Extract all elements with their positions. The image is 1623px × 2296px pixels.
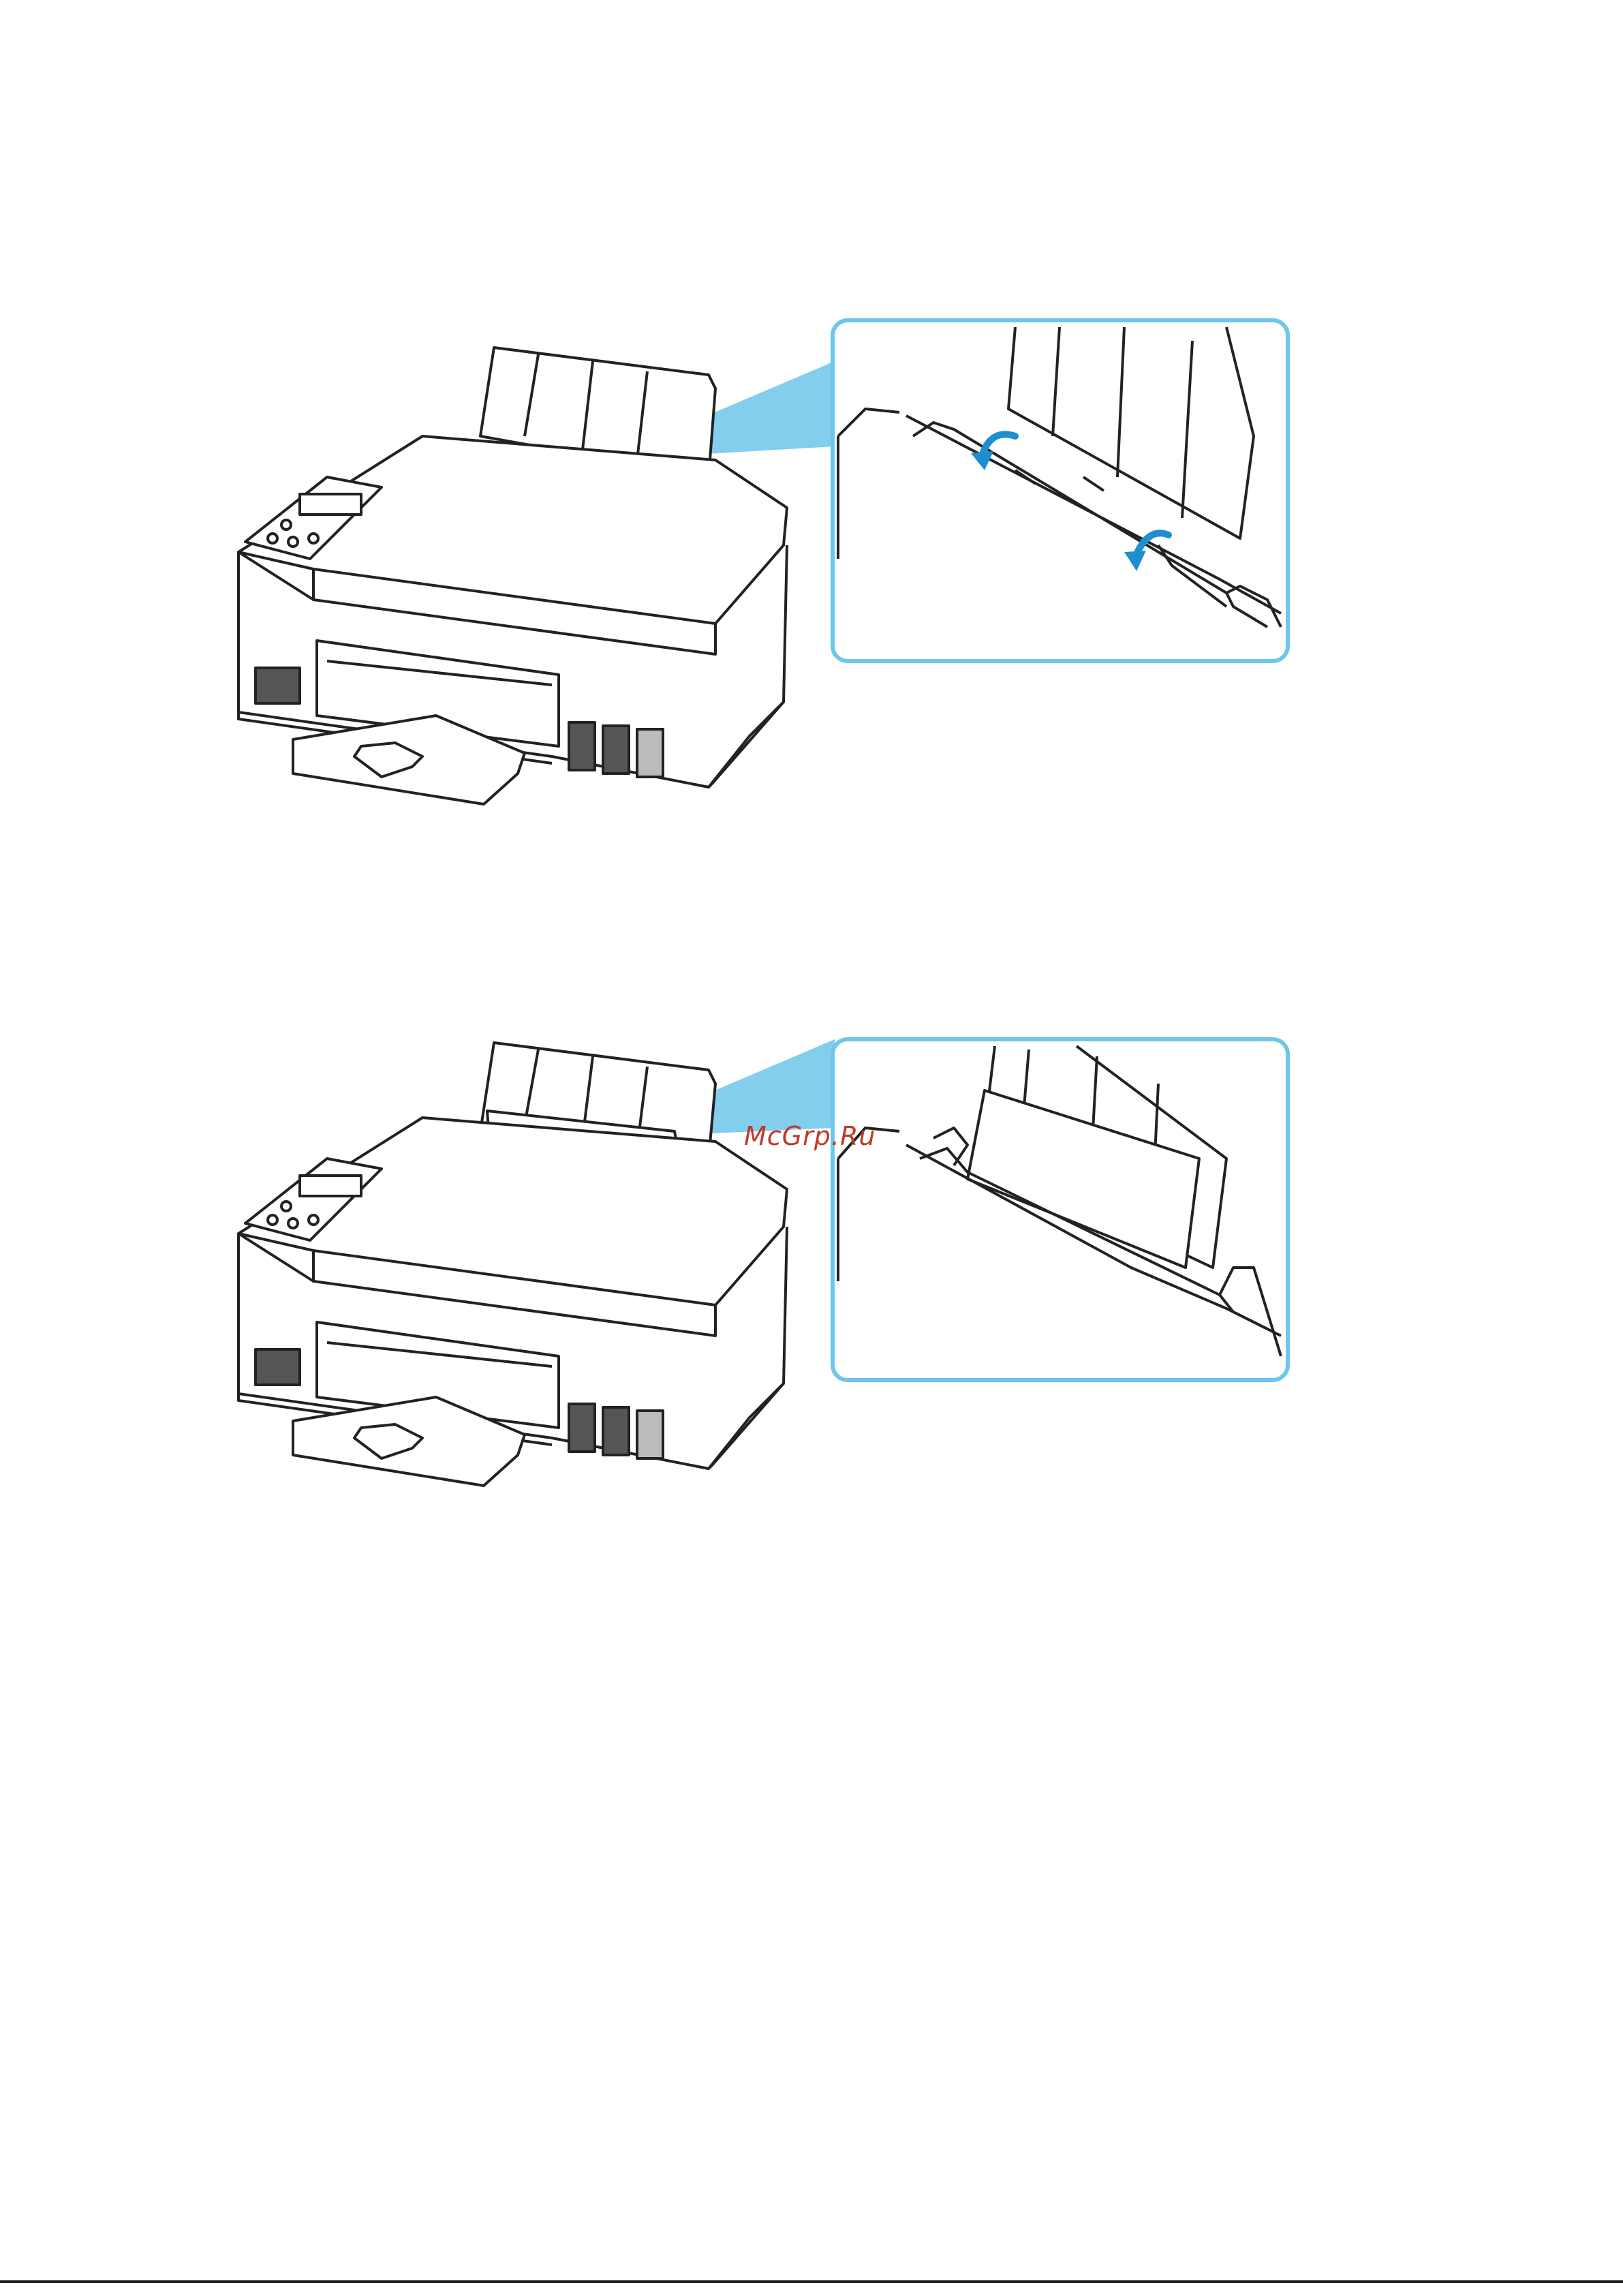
printer-figure-1 (0, 0, 1623, 886)
printer-figure-2 (0, 886, 1623, 1567)
printer-body (238, 348, 787, 804)
printer-illustration-1 (0, 0, 1623, 886)
page-bottom-rule (0, 2280, 1623, 2283)
callout-frame (833, 320, 1288, 661)
watermark-text: McGrp.Ru (744, 1121, 876, 1151)
printer-illustration-2 (0, 886, 1623, 1567)
printer-body-2 (238, 1043, 787, 1486)
